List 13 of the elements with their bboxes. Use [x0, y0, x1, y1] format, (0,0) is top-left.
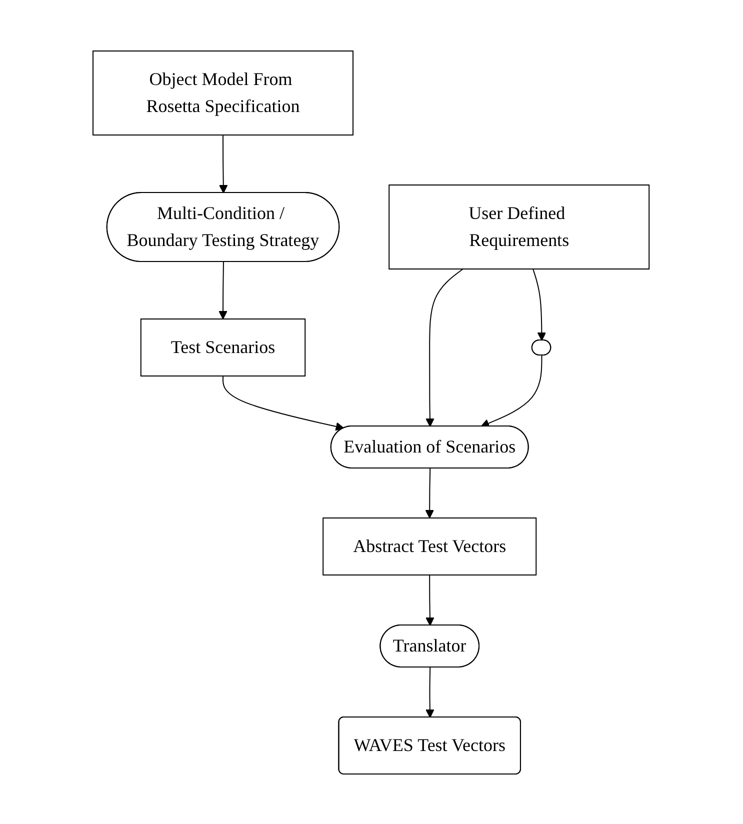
arrow — [426, 468, 434, 518]
arrow — [426, 666, 435, 718]
arrow — [222, 375, 345, 430]
arrow — [426, 268, 464, 426]
node-box: Abstract Test Vectors — [323, 517, 538, 575]
arrow — [532, 268, 547, 340]
arrow — [219, 261, 228, 319]
node-box: Object Model From Rosetta Specification — [92, 50, 354, 135]
node-box: Test Scenarios — [140, 318, 306, 376]
node-box: User Defined Requirements — [389, 184, 650, 269]
arrow — [481, 354, 543, 427]
arrow — [426, 574, 435, 626]
arrow — [219, 134, 228, 193]
